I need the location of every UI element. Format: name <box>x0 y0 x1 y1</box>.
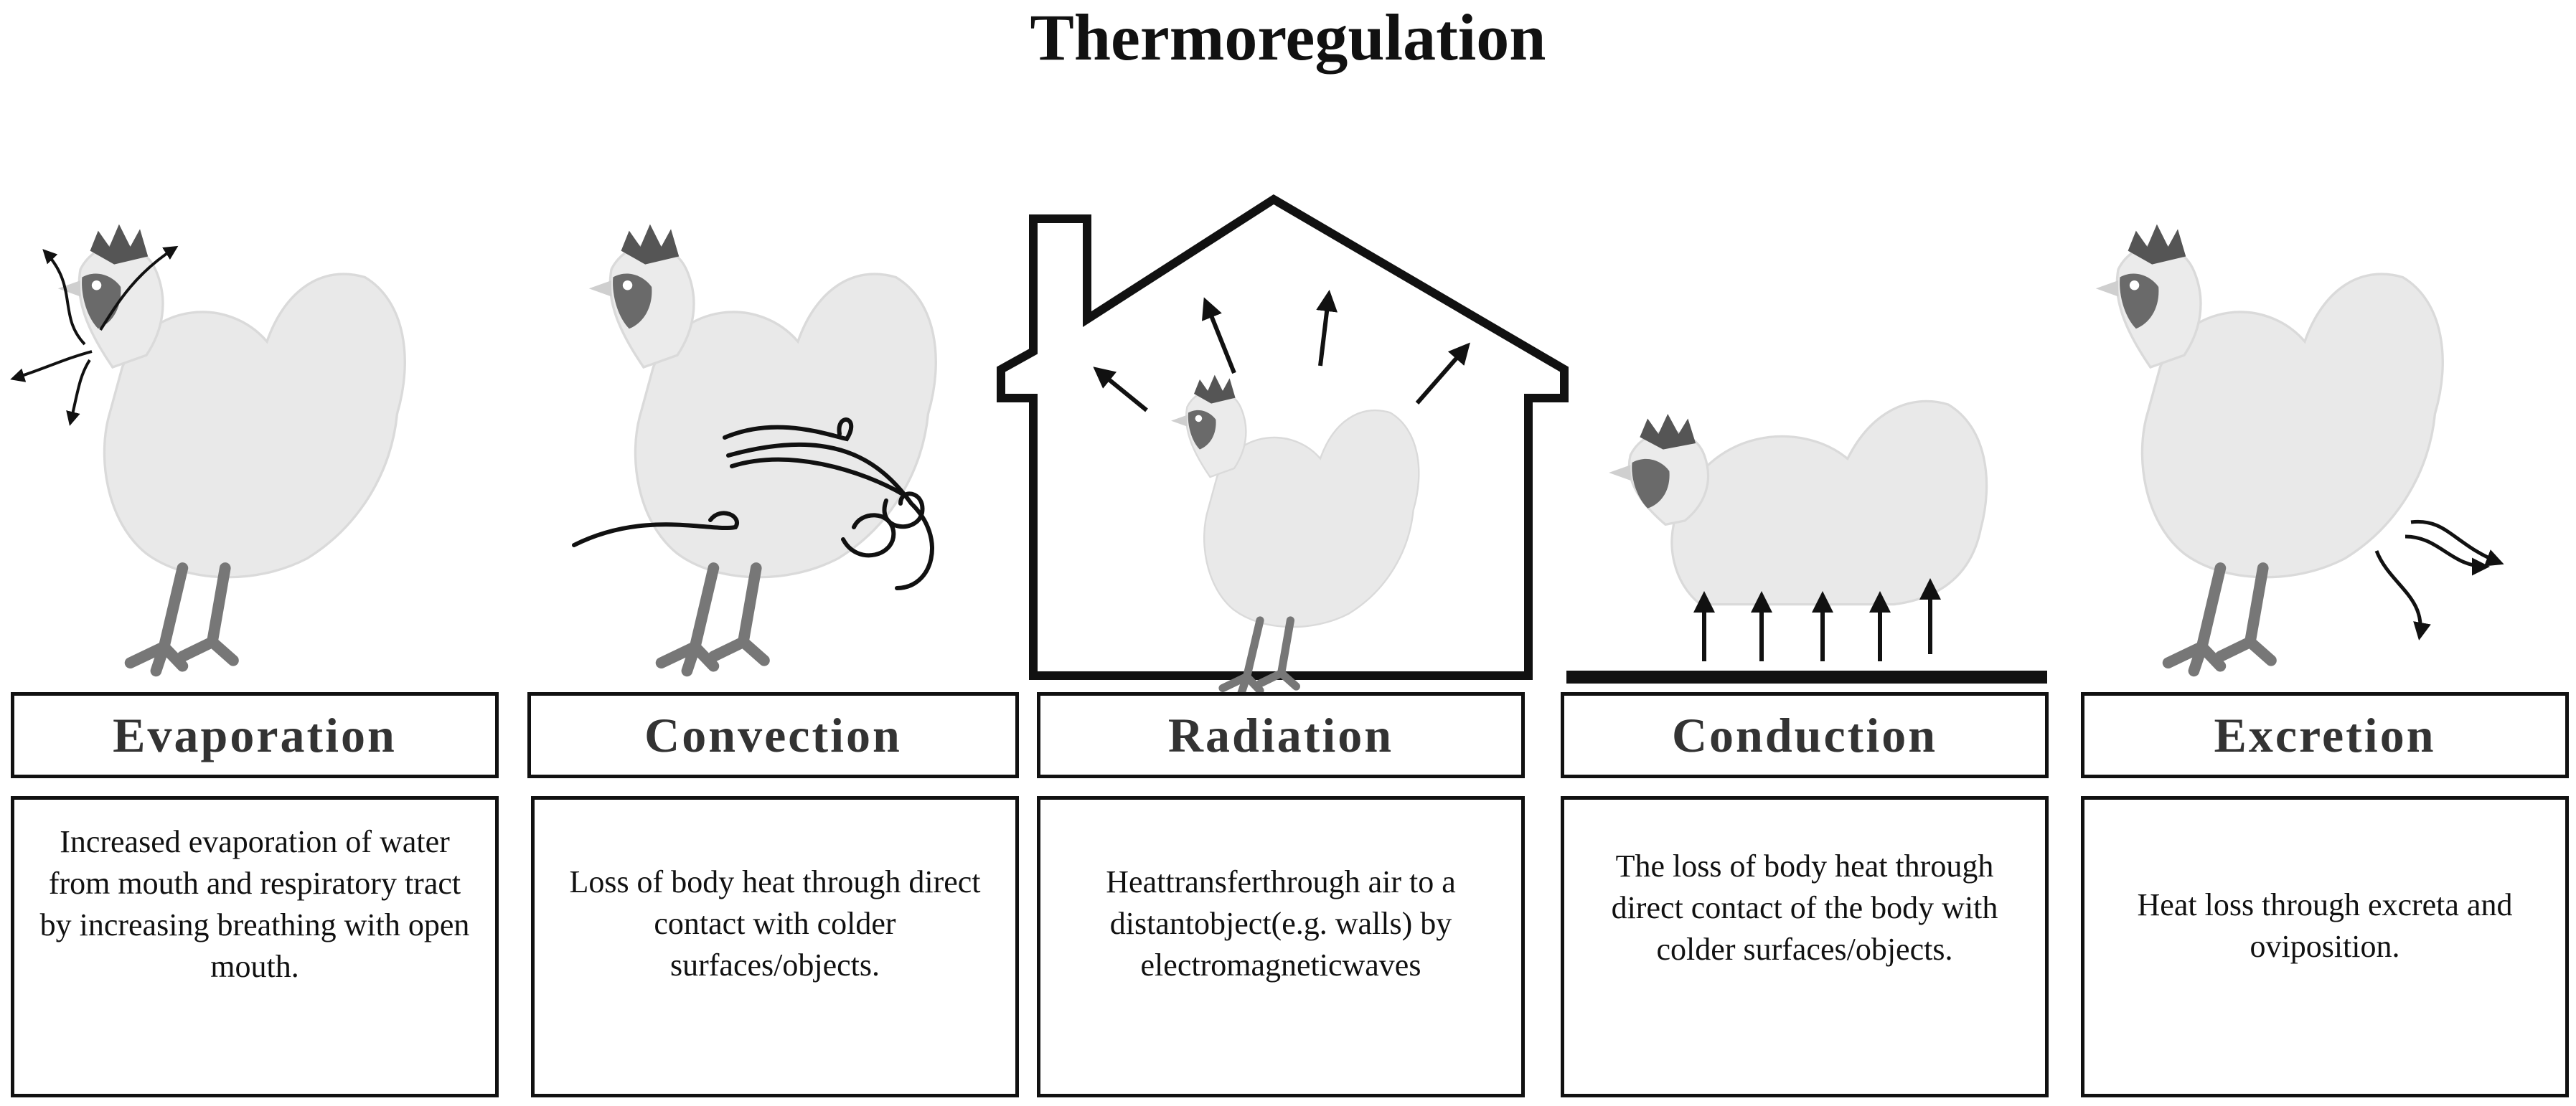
description-evaporation: Increased evaporation of water from mout… <box>11 796 499 1097</box>
label-convection: Convection <box>527 692 1019 778</box>
label-radiation: Radiation <box>1037 692 1525 778</box>
label-conduction: Conduction <box>1561 692 2049 778</box>
label-evaporation: Evaporation <box>11 692 499 778</box>
description-conduction: The loss of body heat through direct con… <box>1561 796 2049 1097</box>
description-convection: Loss of body heat through direct contact… <box>531 796 1019 1097</box>
rooster-in-house-icon <box>997 194 1569 694</box>
description-excretion: Heat loss through excreta and ovipositio… <box>2081 796 2569 1097</box>
sitting-hen-on-ground-icon <box>1566 400 2047 684</box>
diagram-title: Thermoregulation <box>1030 1 1546 74</box>
label-excretion: Excretion <box>2081 692 2569 778</box>
rooster-wind-swirls-icon <box>572 224 936 671</box>
rooster-open-beak-icon <box>10 224 405 671</box>
description-radiation: Heattransferthrough air to a distantobje… <box>1037 796 1525 1097</box>
rooster-excreta-icon <box>2096 224 2504 671</box>
